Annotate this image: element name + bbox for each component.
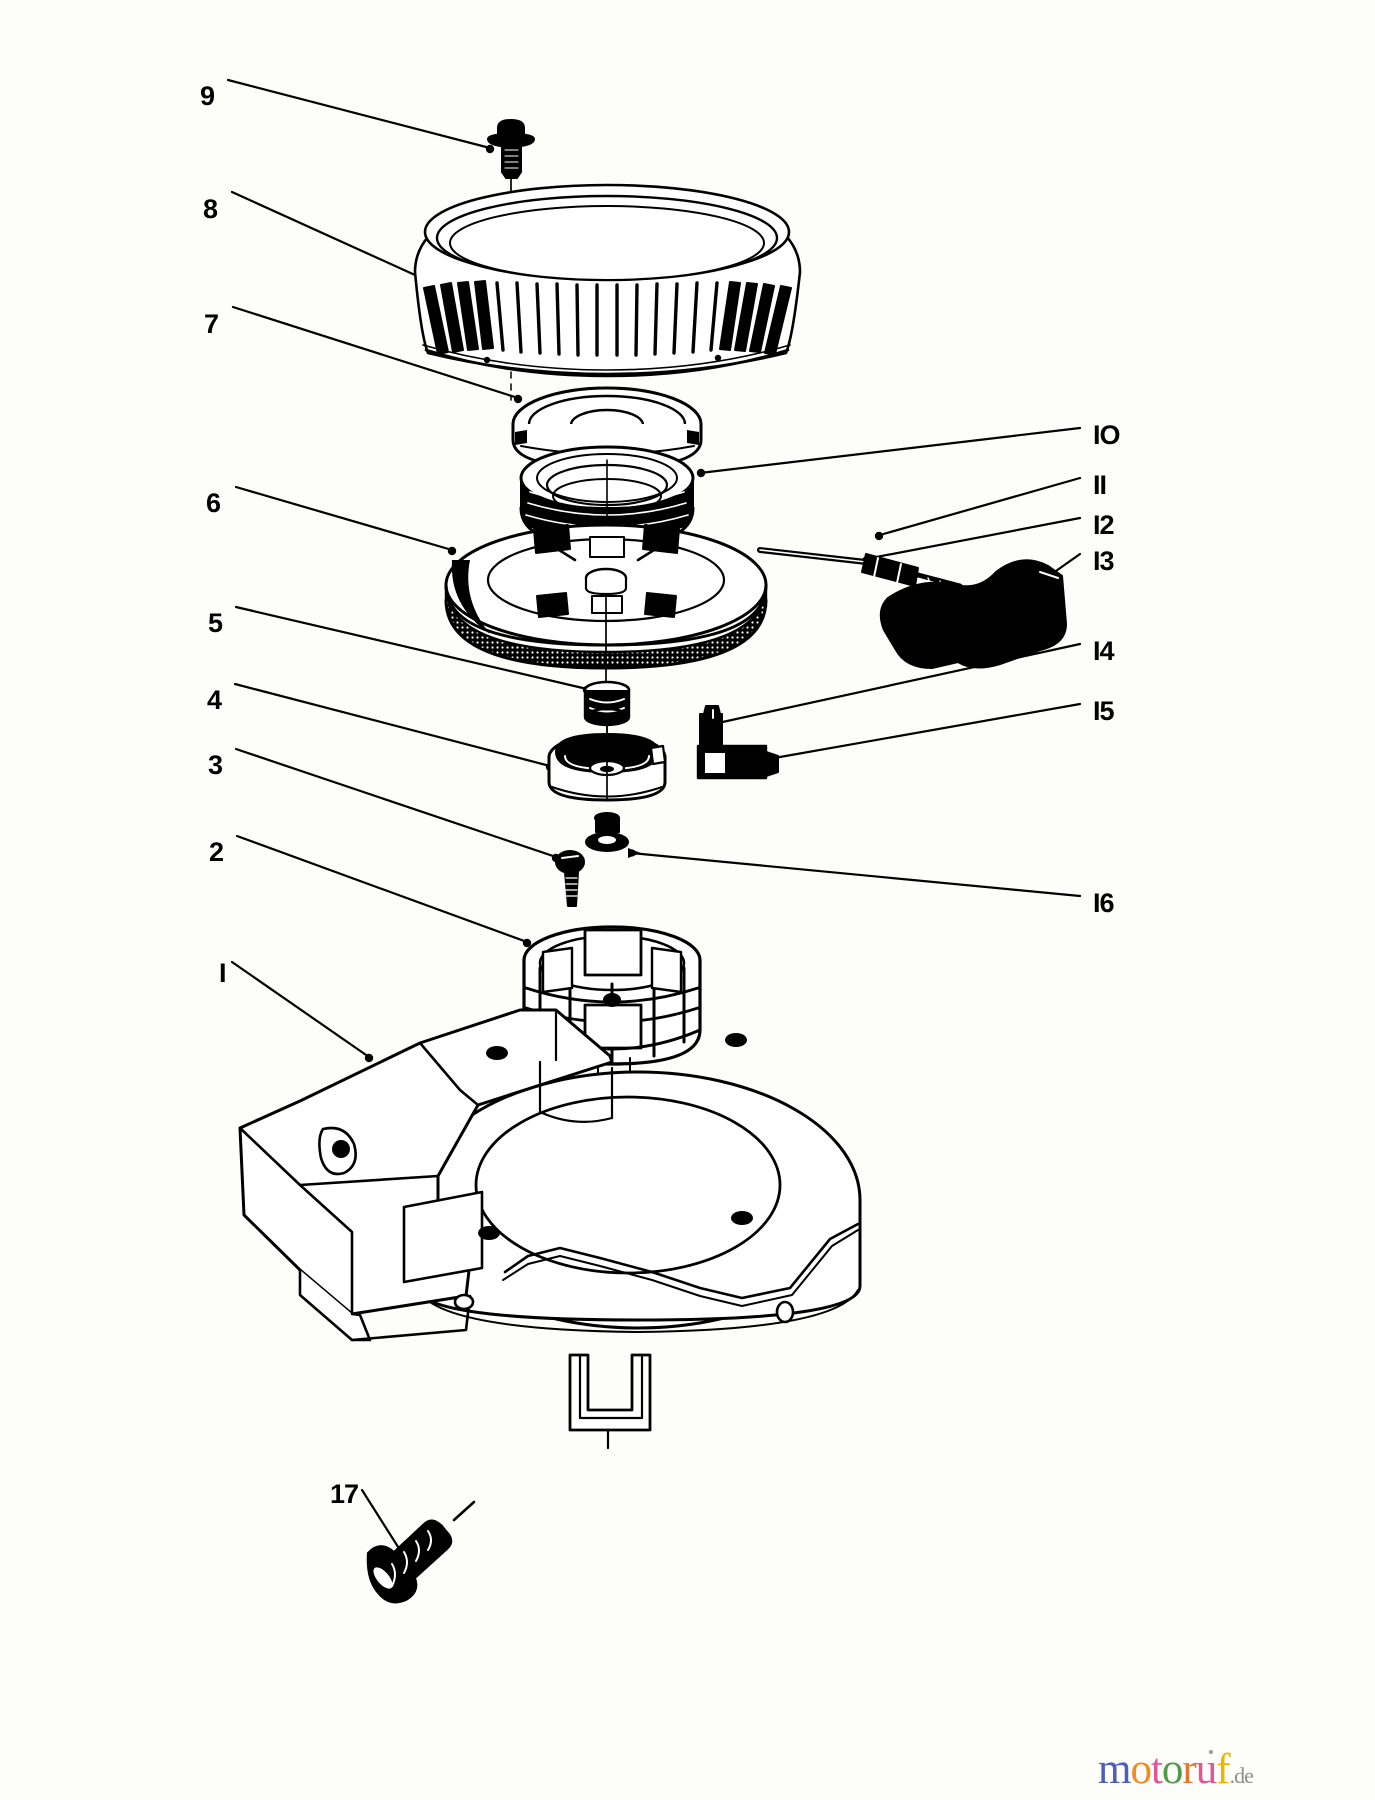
callout-15: I5 <box>1093 696 1115 726</box>
leader-lines-right <box>629 426 1082 898</box>
callout-16: I6 <box>1093 888 1115 918</box>
part-15-rope-guide-block <box>696 744 779 780</box>
wm-letter-m: m <box>1098 1746 1131 1793</box>
motoruf-watermark: motoruf.de <box>1098 1746 1254 1793</box>
callout-10: IO <box>1093 420 1120 450</box>
part-13-starter-handle <box>879 559 1067 669</box>
callout-4: 4 <box>207 685 222 715</box>
wm-letter-f: f <box>1216 1746 1230 1793</box>
callout-3: 3 <box>208 750 223 780</box>
part-14-clip-bracket <box>699 705 723 749</box>
part-3-retainer-screw <box>555 850 585 907</box>
callout-6: 6 <box>206 488 221 518</box>
callout-7: 7 <box>204 309 219 339</box>
wm-letter-r: r <box>1182 1746 1196 1793</box>
wm-letter-o1: o <box>1130 1746 1151 1793</box>
wm-letter-o2: o <box>1161 1746 1183 1793</box>
wm-suffix-de: .de <box>1229 1763 1254 1788</box>
callout-14: I4 <box>1093 636 1115 666</box>
part-5-bushing <box>583 680 631 727</box>
callout-9: 9 <box>200 81 215 111</box>
callout-2: 2 <box>209 837 224 867</box>
part-16-washer-nut <box>585 812 641 858</box>
wm-letter-t: t <box>1150 1746 1163 1793</box>
callout-13: I3 <box>1093 546 1115 576</box>
wm-dot-accent <box>1208 1750 1213 1754</box>
callout-5: 5 <box>208 608 223 638</box>
part-9-bolt <box>487 119 535 179</box>
part-17-housing-bolt <box>366 1500 476 1604</box>
callout-1: I <box>219 958 226 988</box>
leader-lines-left <box>226 78 589 1552</box>
part-6-starter-housing <box>444 523 768 670</box>
part-1-blower-housing <box>238 1008 862 1450</box>
part-8-starter-cover <box>413 183 802 378</box>
part-2-pawl-cup <box>522 925 702 1066</box>
wm-letter-u: u <box>1195 1746 1217 1793</box>
callout-11: II <box>1093 470 1107 500</box>
callout-12: I2 <box>1093 510 1115 540</box>
part-11-starter-rope <box>757 547 869 565</box>
callout-17: 17 <box>330 1479 359 1509</box>
callout-8: 8 <box>203 194 218 224</box>
